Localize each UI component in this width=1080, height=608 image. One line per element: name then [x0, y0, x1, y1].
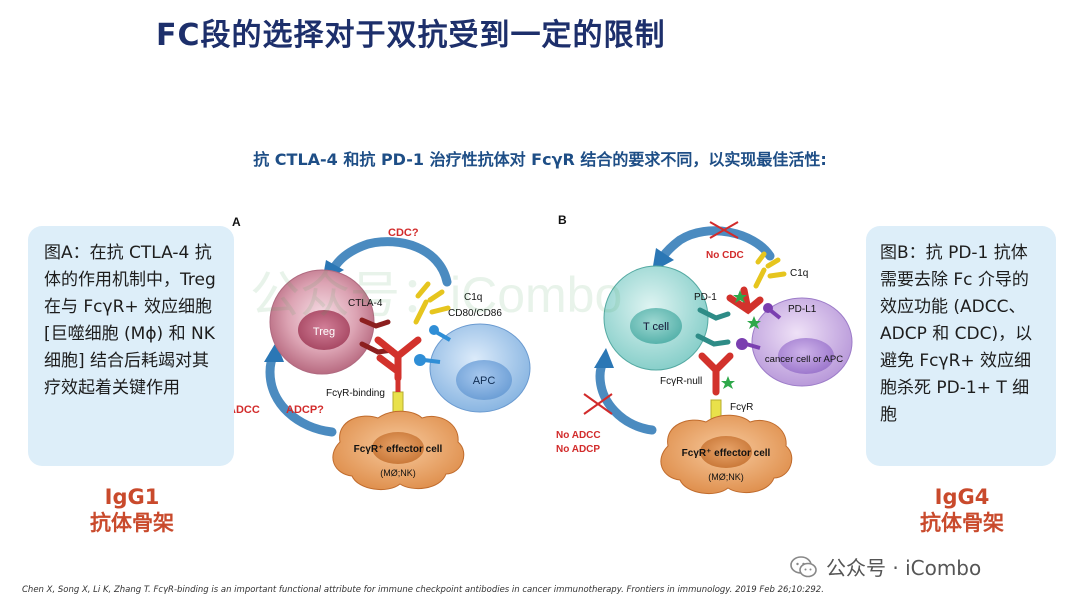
ctla4-receptor-1: [359, 317, 391, 329]
page-title: FC段的选择对于双抗受到一定的限制: [156, 18, 666, 53]
pd1-receptor-1: [697, 307, 731, 321]
no-adcc-arrowhead: [594, 348, 614, 368]
mutation-star-icons: [721, 290, 761, 389]
pdl1-stem-2: [745, 342, 761, 350]
igg4-subtitle: 抗体骨架: [920, 511, 1004, 535]
subtitle: 抗 CTLA-4 和抗 PD-1 治疗性抗体对 FcγR 结合的要求不同，以实现…: [253, 150, 827, 169]
t-cell-nucleus: [630, 308, 682, 344]
igg4-title: IgG4: [934, 485, 990, 509]
cd80-stem-1: [435, 330, 451, 342]
adcp-label: ADCP?: [286, 404, 324, 416]
c1q-b: [753, 251, 787, 289]
treg-nucleus: [298, 310, 350, 350]
fcgr-b-label: FcγR: [730, 402, 753, 413]
no-cdc-cross-icon: [709, 221, 739, 239]
c1q-b-label: C1q: [790, 268, 808, 279]
wechat-label: 公众号 · iCombo: [826, 556, 982, 580]
adcc-arrowhead: [264, 342, 284, 362]
panel-a-letter: A: [232, 215, 241, 229]
t-cell-label: T cell: [643, 321, 669, 333]
cd80-head-1: [429, 325, 439, 335]
no-adcc-arrow: [595, 355, 657, 435]
adcc-label: ADCC: [228, 404, 260, 416]
apc-label: APC: [473, 375, 496, 387]
igg1-caption: IgG1 抗体骨架: [62, 484, 202, 536]
cdc-label: CDC?: [388, 227, 419, 239]
no-adcp-label: No ADCP: [556, 444, 600, 455]
panel-b-letter: B: [558, 213, 567, 227]
effector-sub-b: (MØ;NK): [708, 472, 744, 482]
pd1-label: PD-1: [694, 292, 717, 303]
c1q-a-label: C1q: [464, 292, 482, 303]
pd1-receptor-2: [695, 333, 731, 347]
pdl1-label: PD-L1: [788, 304, 817, 315]
effector-label-a: FcγR⁺ effector cell: [354, 444, 443, 455]
watermark: 公众号：iCombo: [250, 267, 622, 323]
cd80-stem-2: [423, 358, 441, 364]
ctla4-label: CTLA-4: [348, 298, 383, 309]
antibody-b-2: [698, 352, 734, 396]
wechat-icon: [790, 555, 817, 577]
effector-nucleus-b: [700, 436, 752, 468]
apc-nucleus: [456, 360, 512, 400]
pdl1-head-1: [763, 303, 773, 313]
effector-nucleus-a: [372, 432, 424, 464]
cancer-nucleus: [778, 338, 834, 374]
pdl1-head-2: [736, 338, 748, 350]
antibody-a: [374, 336, 422, 382]
effector-label-b: FcγR⁺ effector cell: [682, 448, 771, 459]
cancer-label: cancer cell or APC: [765, 354, 843, 365]
treg-label: Treg: [313, 326, 335, 338]
wechat-badge: 公众号 · iCombo: [790, 552, 981, 581]
cd80-label: CD80/CD86: [448, 308, 502, 319]
note-panel-a: 图A：在抗 CTLA-4 抗体的作用机制中，Treg 在与 FcγR+ 效应细胞…: [28, 226, 234, 466]
antibody-b-1: [726, 286, 764, 315]
no-cdc-arrow: [657, 226, 775, 263]
cdc-arrow: [329, 237, 452, 287]
no-adcc-cross-icon: [583, 393, 613, 415]
igg1-title: IgG1: [104, 485, 160, 509]
igg4-caption: IgG4 抗体骨架: [892, 484, 1032, 536]
fcgr-binding-label: FcγR-binding: [326, 388, 385, 399]
note-panel-b: 图B：抗 PD-1 抗体需要去除 Fc 介导的效应功能 (ADCC、ADCP 和…: [866, 226, 1056, 466]
effector-sub-a: (MØ;NK): [380, 468, 416, 478]
cd80-head-2: [414, 354, 426, 366]
no-cdc-label: No CDC: [706, 250, 744, 261]
citation: Chen X, Song X, Li K, Zhang T. FcγR-bind…: [22, 585, 824, 595]
fcgr-null-label: FcγR-null: [660, 376, 702, 387]
igg1-subtitle: 抗体骨架: [90, 511, 174, 535]
c1q-a: [413, 281, 451, 325]
no-adcc-label: No ADCC: [556, 430, 601, 441]
